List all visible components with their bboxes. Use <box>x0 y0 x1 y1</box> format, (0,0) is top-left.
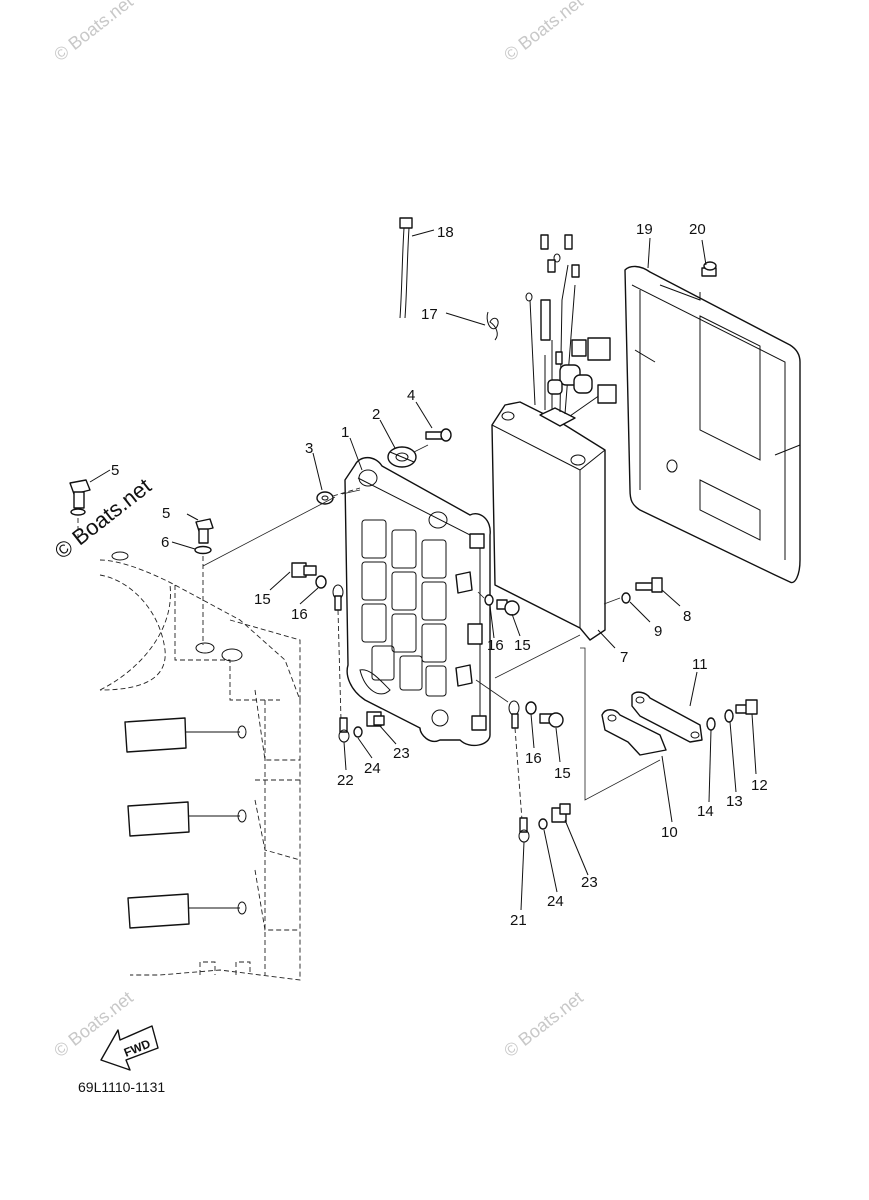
callout-11: 11 <box>692 656 708 673</box>
callout-7: 7 <box>620 649 628 666</box>
bolt-4 <box>425 428 452 442</box>
lead-wire-21 <box>508 700 530 843</box>
grommet-2 <box>387 446 417 468</box>
fwd-arrow-icon <box>100 1025 159 1071</box>
callout-12: 12 <box>751 777 768 794</box>
callout-3: 3 <box>305 440 313 457</box>
washer-16-left <box>315 575 327 589</box>
clip-17 <box>486 311 499 341</box>
bolt-12 <box>735 699 758 715</box>
watermark-main: © Boats.net <box>50 473 156 564</box>
washer-16-mid <box>484 594 494 606</box>
callout-15-left: 15 <box>254 591 271 608</box>
callout-23-right: 23 <box>581 874 598 891</box>
washer-14 <box>706 717 716 731</box>
callout-22: 22 <box>337 772 354 789</box>
coil-body-3 <box>127 893 190 929</box>
callout-15-right: 15 <box>554 765 571 782</box>
callout-6: 6 <box>161 534 169 551</box>
washer-24-left <box>353 726 363 738</box>
bracket-10 <box>601 709 667 756</box>
watermark-top-left: © Boats.net <box>50 0 137 65</box>
watermark-top-right: © Boats.net <box>500 0 587 65</box>
callout-1: 1 <box>341 424 349 441</box>
bolt-8 <box>635 577 663 593</box>
watermark-bottom-right: © Boats.net <box>500 987 587 1061</box>
callout-16-mid: 16 <box>487 637 504 654</box>
washer-16-right <box>525 701 537 715</box>
bolt-5-right <box>194 518 214 645</box>
callouts: 1 2 3 4 5 5 6 7 8 9 10 11 12 13 14 15 15… <box>111 221 768 929</box>
bolt-23-left <box>366 711 385 727</box>
cover-19 <box>624 265 801 584</box>
bolt-5-left <box>69 479 91 540</box>
callout-5-left: 5 <box>111 462 119 479</box>
cdi-unit-7 <box>491 234 617 641</box>
coil-body-2 <box>127 801 190 837</box>
callout-13: 13 <box>726 793 743 810</box>
callout-9: 9 <box>654 623 662 640</box>
washer-13 <box>724 709 734 723</box>
engine-block <box>99 551 301 981</box>
callout-21: 21 <box>510 912 527 929</box>
washer-6 <box>194 545 212 555</box>
coil-body-1 <box>124 717 187 753</box>
lead-wire-22 <box>332 584 350 743</box>
diagram-code: 69L1110-1131 <box>78 1079 165 1095</box>
bolt-20 <box>701 261 717 277</box>
callout-18: 18 <box>437 224 454 241</box>
callout-8: 8 <box>683 608 691 625</box>
callout-20: 20 <box>689 221 706 238</box>
cable-tie-18 <box>399 217 413 319</box>
callout-17: 17 <box>421 306 438 323</box>
bolt-15-mid <box>496 599 520 616</box>
bracket-11 <box>631 691 703 743</box>
callout-5-right: 5 <box>162 505 170 522</box>
bolt-15-right <box>539 712 564 728</box>
callout-10: 10 <box>661 824 678 841</box>
connector-lines <box>202 444 661 801</box>
callout-24-left: 24 <box>364 760 381 777</box>
callout-16-right: 16 <box>525 750 542 767</box>
callout-4: 4 <box>407 387 415 404</box>
callout-14: 14 <box>697 803 714 820</box>
callout-23-left: 23 <box>393 745 410 762</box>
bracket-plate-1 <box>344 456 491 747</box>
bolt-15-left <box>291 562 317 578</box>
callout-15-mid: 15 <box>514 637 531 654</box>
callout-19: 19 <box>636 221 653 238</box>
leader-lines <box>89 229 757 911</box>
callout-2: 2 <box>372 406 380 423</box>
fwd-arrow: FWD <box>100 1025 159 1071</box>
callout-16-left: 16 <box>291 606 308 623</box>
washer-9 <box>621 592 631 604</box>
washer-24-right <box>538 818 548 830</box>
callout-24-right: 24 <box>547 893 564 910</box>
bolt-23-right <box>551 803 571 823</box>
